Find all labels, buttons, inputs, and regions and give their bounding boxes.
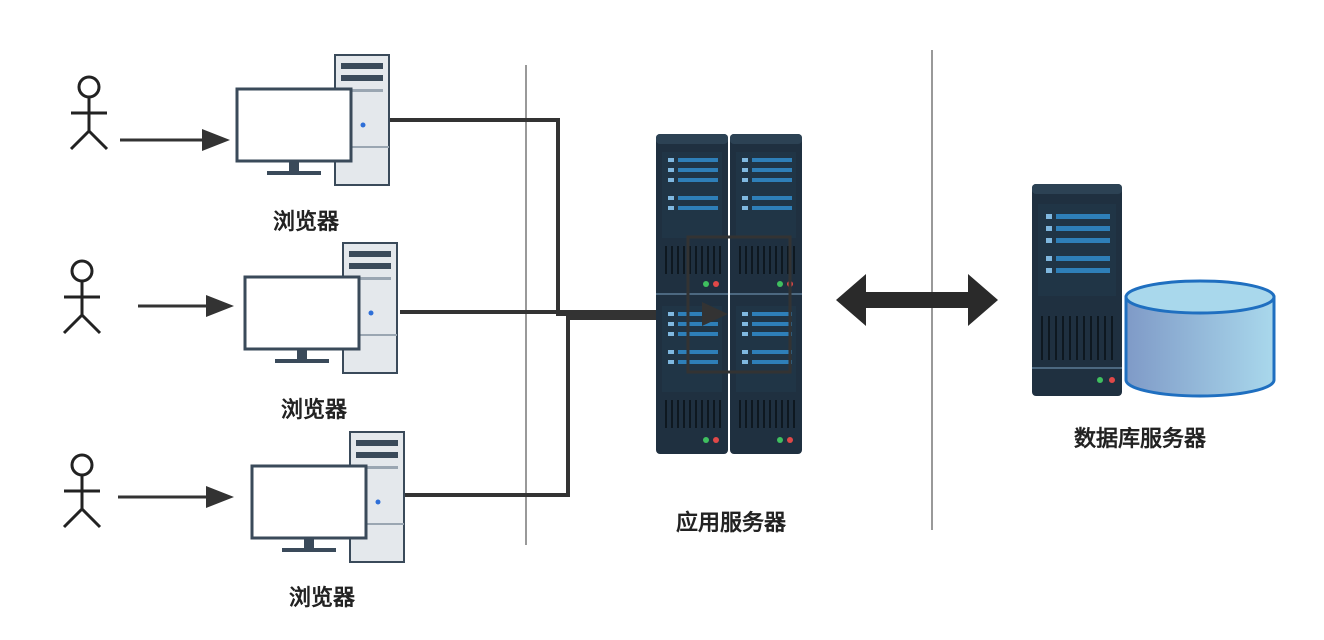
- desktop-computer-icon: [243, 241, 399, 375]
- incoming-arrow-overlay: [686, 235, 792, 374]
- database-server-rack: [1032, 184, 1122, 396]
- browser-label: 浏览器: [289, 586, 356, 611]
- app-server-label: 应用服务器: [676, 511, 787, 536]
- browser-to-server-connectors: [390, 118, 700, 497]
- desktop-computer-icon: [235, 53, 391, 187]
- browser-label: 浏览器: [281, 398, 348, 423]
- user-icon: [62, 259, 102, 335]
- user-to-browser-arrows: [118, 129, 234, 508]
- desktop-computer-icon: [250, 430, 406, 564]
- db-server-label: 数据库服务器: [1074, 427, 1207, 452]
- browser-label: 浏览器: [273, 210, 340, 235]
- rack-server-icon: [655, 133, 729, 455]
- double-arrow-icon: [836, 274, 998, 326]
- database-cylinder-icon: [1124, 279, 1276, 398]
- user-icon: [62, 453, 102, 529]
- user-icon: [69, 75, 109, 151]
